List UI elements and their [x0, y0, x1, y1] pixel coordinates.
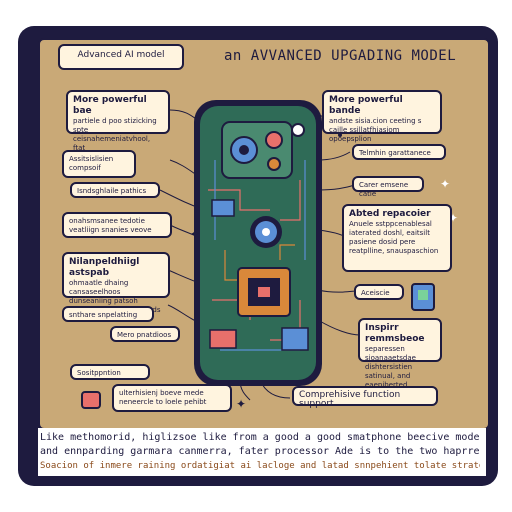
callout-right-4: Aceiscie [354, 284, 404, 300]
callout-left-2: Isndsghlaile pathics [70, 182, 160, 198]
callout-text: partiele d poo stizicking spte ceisnahem… [73, 117, 157, 152]
callout-right-3: Abted repacoier Anuele sstppcenablesal i… [342, 204, 452, 272]
footer-line-2: and ennparding garmara canmerra, fater p… [40, 446, 480, 457]
callout-top-right: More powerful bande andste sisia.cion ce… [322, 90, 442, 143]
page-title: an AVVANCED UPGADING MODEL [224, 48, 457, 64]
callout-left-3: onahsmsanee tedotie veatliign snanies ve… [62, 212, 172, 238]
callout-title: More powerful bae [73, 95, 147, 116]
callout-bottom-right: Comprehisive function support [292, 386, 438, 409]
sparkle-icon: ✦ [190, 227, 201, 241]
callout-bottom-left: ulterhisienj boeve mede neneercle to loe… [112, 384, 232, 412]
callout-text: andste sisia.cion ceeting s caille ssill… [329, 117, 422, 143]
footer-band [38, 428, 486, 476]
callout-top-left: More powerful bae partiele d poo stizick… [66, 90, 170, 152]
callout-text: separessen sioanaaetsdae dishtersistien … [365, 345, 416, 389]
callout-left-7: Sositppntion [70, 364, 150, 380]
sparkle-icon: ✦ [236, 397, 247, 411]
callout-left-4: Nilanpeldhiigl astspab ohmaatle dhaing c… [62, 252, 170, 314]
footer-line-3: Soacion of inmere raining ordatigiat ai … [40, 461, 480, 471]
callout-right-5: Inspirr remmsbeoe separessen sioanaaetsd… [358, 318, 442, 389]
callout-title: Inspirr remmsbeoe [365, 323, 425, 344]
callout-title: Nilanpeldhiigl astspab [69, 257, 140, 278]
callout-text: Anuele sstppcenablesal iaterated doshl, … [349, 220, 439, 255]
footer-line-1: Like methomorid, higlizsoe like from a g… [40, 432, 480, 443]
callout-right-1: Telmhin garattanece [352, 144, 446, 160]
callout-left-6: Mero pnatdioos [110, 326, 180, 342]
sparkle-icon: ✦ [440, 177, 451, 191]
callout-title: Abted repacoier [349, 209, 431, 219]
sparkle-icon: ✦ [448, 211, 459, 225]
callout-right-2: Carer emsene catle [352, 176, 424, 198]
callout-left-1: Assitsislisien compsoif [62, 150, 136, 178]
model-badge: Advanced AI model [58, 44, 184, 70]
callout-title: More powerful bande [329, 95, 403, 116]
callout-left-5: snthare snpelatting [62, 306, 154, 322]
